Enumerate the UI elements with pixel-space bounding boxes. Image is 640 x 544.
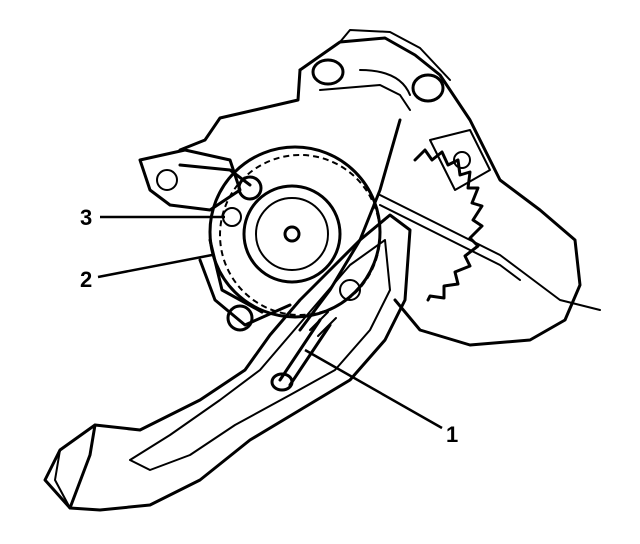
callout-1: 1 [446, 422, 458, 447]
cable-bracket [429, 129, 491, 191]
hub-inner [255, 197, 329, 271]
upper-bolt [311, 58, 345, 86]
pivot-pin-3 [222, 207, 242, 227]
left-mounting-plate [138, 148, 252, 212]
upper-pivot [237, 175, 263, 201]
hub-outer [242, 184, 342, 284]
left-bolt [156, 169, 178, 191]
pedal-pad [68, 423, 97, 510]
release-rod [270, 311, 337, 392]
pedal-arm [43, 213, 412, 512]
upper-right-bolt [411, 73, 445, 103]
sector-gear [413, 148, 484, 302]
mounting-bracket [178, 29, 582, 347]
hub-center [283, 225, 301, 243]
leader-1 [304, 348, 443, 430]
callout-3: 3 [80, 205, 92, 230]
ratchet-housing [198, 145, 382, 332]
right-pivot [339, 279, 361, 301]
lower-pivot [226, 304, 254, 332]
callout-2: 2 [80, 267, 92, 292]
leader-2 [97, 253, 213, 279]
